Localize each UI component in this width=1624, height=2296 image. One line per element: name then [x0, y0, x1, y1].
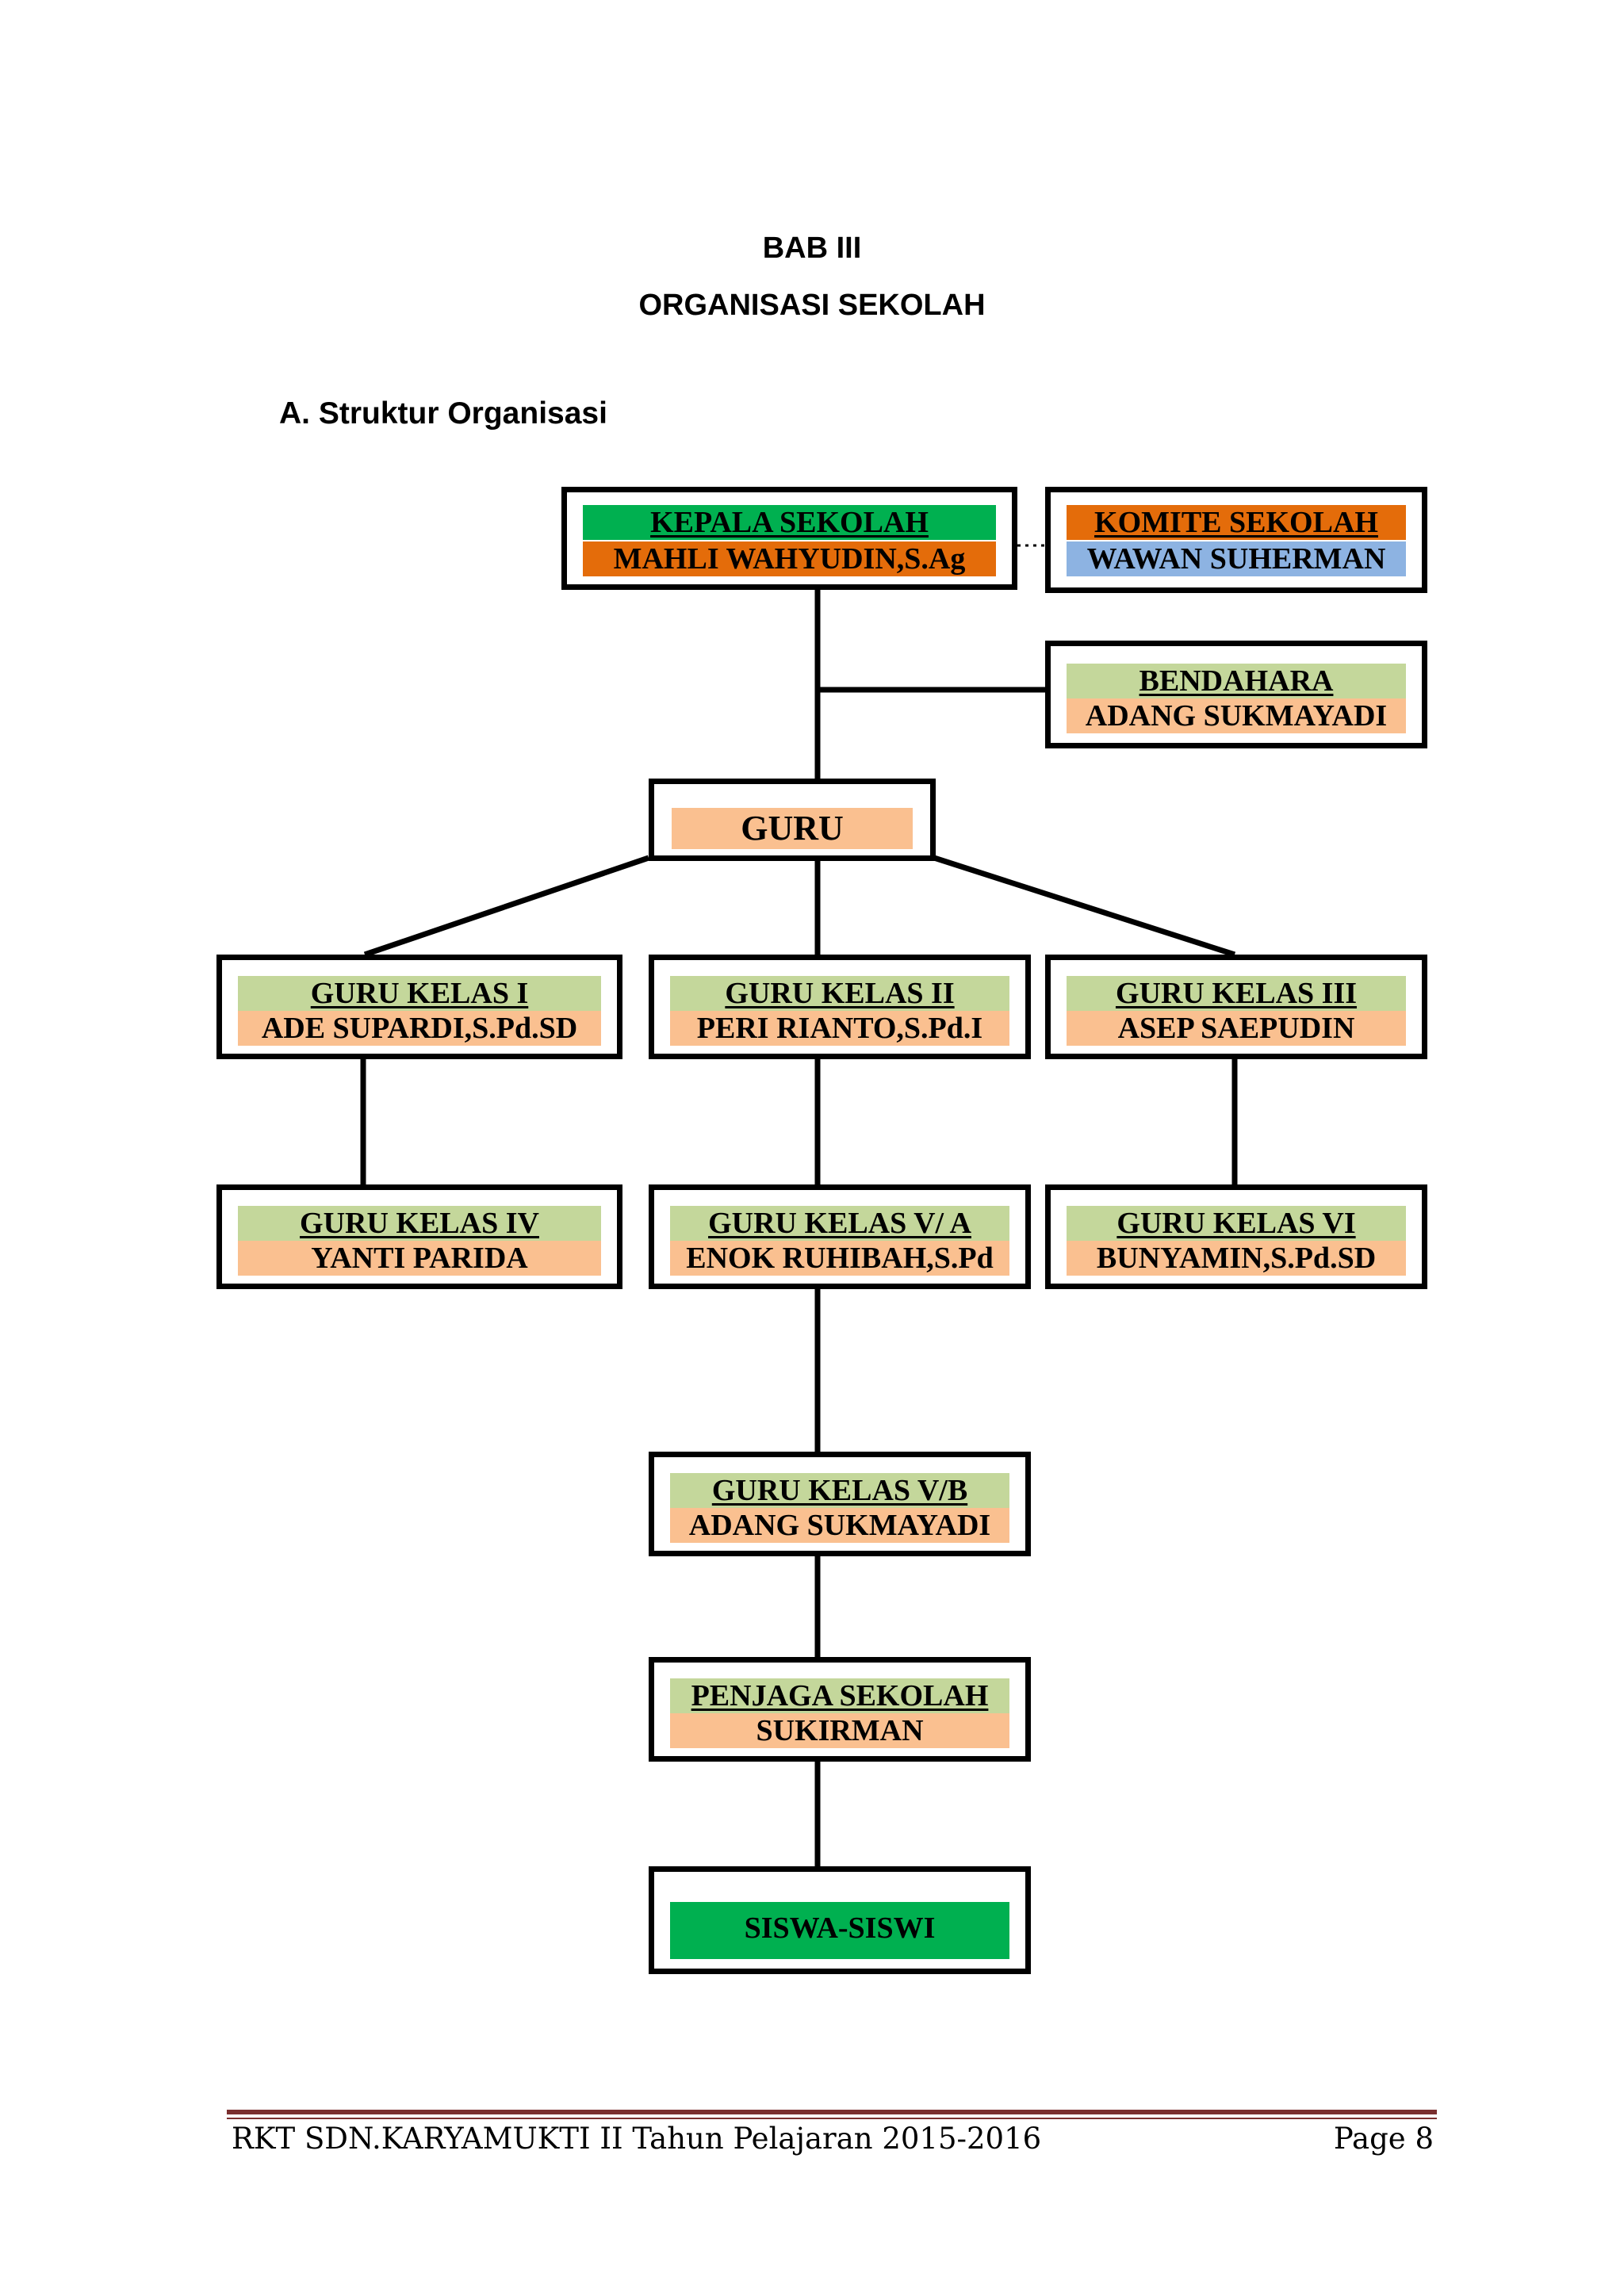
penjaga-sekolah-box: PENJAGA SEKOLAH SUKIRMAN: [649, 1657, 1031, 1762]
guru-kelas-1-name: ADE SUPARDI,S.Pd.SD: [238, 1011, 601, 1046]
guru-kelas-2-name: PERI RIANTO,S.Pd.I: [670, 1011, 1009, 1046]
footer-page-number: Page 8: [1333, 2122, 1434, 2156]
guru-kelas-1-role: GURU KELAS I: [238, 976, 601, 1011]
kepala-sekolah-box: KEPALA SEKOLAH MAHLI WAHYUDIN,S.Ag: [561, 487, 1017, 590]
connector-guru-kelas1: [363, 855, 650, 958]
guru-kelas-6-name: BUNYAMIN,S.Pd.SD: [1067, 1241, 1406, 1276]
guru-kelas-4-box: GURU KELAS IV YANTI PARIDA: [216, 1184, 622, 1289]
komite-sekolah-name: WAWAN SUHERMAN: [1067, 541, 1406, 576]
guru-label: GURU: [672, 808, 913, 849]
bendahara-name: ADANG SUKMAYADI: [1067, 698, 1406, 733]
penjaga-sekolah-name: SUKIRMAN: [670, 1713, 1009, 1748]
komite-sekolah-box: KOMITE SEKOLAH WAWAN SUHERMAN: [1045, 487, 1427, 593]
guru-kelas-4-name: YANTI PARIDA: [238, 1241, 601, 1276]
chapter-title: ORGANISASI SEKOLAH: [638, 289, 986, 322]
guru-kelas-5a-box: GURU KELAS V/ A ENOK RUHIBAH,S.Pd: [649, 1184, 1031, 1289]
guru-kelas-1-box: GURU KELAS I ADE SUPARDI,S.Pd.SD: [216, 955, 622, 1059]
guru-kelas-6-box: GURU KELAS VI BUNYAMIN,S.Pd.SD: [1045, 1184, 1427, 1289]
section-heading: A. Struktur Organisasi: [279, 396, 607, 430]
guru-kelas-2-role: GURU KELAS II: [670, 976, 1009, 1011]
footer-document-title: RKT SDN.KARYAMUKTI II Tahun Pelajaran 20…: [232, 2122, 1042, 2156]
connector-guru-kelas3: [933, 855, 1236, 958]
bendahara-role: BENDAHARA: [1067, 664, 1406, 698]
footer-rule-thin: [227, 2118, 1437, 2119]
guru-kelas-6-role: GURU KELAS VI: [1067, 1206, 1406, 1241]
chapter-heading: BAB III: [762, 232, 862, 265]
guru-kelas-2-box: GURU KELAS II PERI RIANTO,S.Pd.I: [649, 955, 1031, 1059]
penjaga-sekolah-role: PENJAGA SEKOLAH: [670, 1678, 1009, 1713]
guru-kelas-5b-role: GURU KELAS V/B: [670, 1473, 1009, 1508]
bendahara-box: BENDAHARA ADANG SUKMAYADI: [1045, 641, 1427, 748]
guru-kelas-4-role: GURU KELAS IV: [238, 1206, 601, 1241]
footer-rule: [227, 2110, 1437, 2114]
guru-box: GURU: [649, 779, 936, 861]
guru-kelas-3-role: GURU KELAS III: [1067, 976, 1406, 1011]
guru-kelas-5b-box: GURU KELAS V/B ADANG SUKMAYADI: [649, 1452, 1031, 1556]
guru-kelas-5b-name: ADANG SUKMAYADI: [670, 1508, 1009, 1543]
guru-kelas-3-box: GURU KELAS III ASEP SAEPUDIN: [1045, 955, 1427, 1059]
kepala-sekolah-name: MAHLI WAHYUDIN,S.Ag: [583, 541, 996, 576]
kepala-sekolah-role: KEPALA SEKOLAH: [583, 505, 996, 540]
guru-kelas-5a-name: ENOK RUHIBAH,S.Pd: [670, 1241, 1009, 1276]
komite-sekolah-role: KOMITE SEKOLAH: [1067, 505, 1406, 540]
siswa-siswi-box: SISWA-SISWI: [649, 1866, 1031, 1974]
guru-kelas-3-name: ASEP SAEPUDIN: [1067, 1011, 1406, 1046]
siswa-siswi-label: SISWA-SISWI: [670, 1902, 1009, 1959]
guru-kelas-5a-role: GURU KELAS V/ A: [670, 1206, 1009, 1241]
